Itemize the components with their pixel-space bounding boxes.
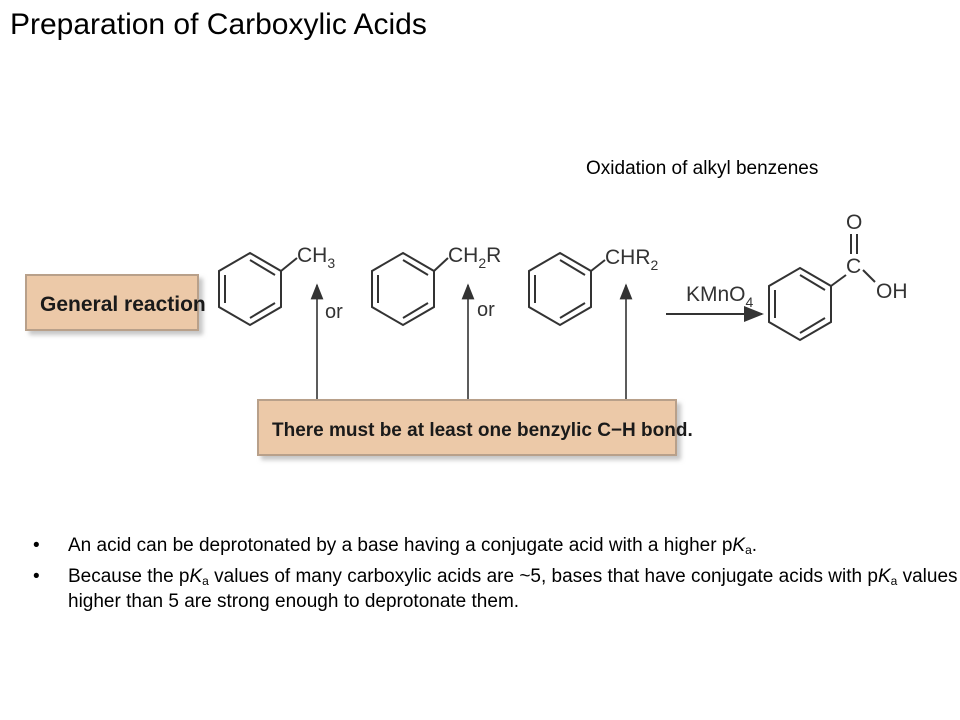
benzene-ring-ch2r (371, 251, 449, 327)
or-label-1: or (325, 301, 343, 323)
slide-title: Preparation of Carboxylic Acids (10, 8, 427, 41)
bullet-text-2c: values higher than 5 are strong enough t… (68, 566, 958, 612)
bullet-k: K (189, 566, 203, 587)
methyl-substituent: CH3 (297, 244, 335, 271)
carboxyl-carbon: C (846, 255, 861, 278)
benzoic-acid-ring (768, 234, 876, 342)
bullet-item-2: • Because the pKa values of many carboxy… (28, 564, 958, 614)
bullet-sub: a (202, 574, 209, 588)
benzylic-note-text: There must be at least one benzylic C−H … (272, 420, 693, 441)
bullet-item-1: • An acid can be deprotonated by a base … (28, 533, 958, 558)
hydroxyl-group: OH (876, 280, 908, 303)
bullet-sub: a (745, 543, 752, 557)
bullet-text-2a: Because the p (68, 566, 190, 587)
general-reaction-box: General reaction (25, 274, 206, 331)
bullet-text-1: An acid can be deprotonated by a base ha… (68, 535, 733, 556)
bullet-text-end: . (751, 535, 758, 556)
reagent-label: KMnO4 (686, 283, 754, 310)
carbonyl-oxygen: O (846, 211, 862, 234)
bullet-list: • An acid can be deprotonated by a base … (28, 533, 958, 620)
bullet-dot: • (33, 566, 40, 587)
bullet-text-2b: values of many carboxylic acids are ~5, … (208, 566, 878, 587)
ch2r-substituent: CH2R (448, 244, 501, 271)
chr2-substituent: CHR2 (605, 246, 659, 273)
or-label-2: or (477, 299, 495, 321)
general-reaction-label: General reaction (40, 293, 206, 316)
slide-subtitle: Oxidation of alkyl benzenes (586, 158, 819, 179)
benzene-ring-chr2 (528, 251, 606, 327)
bullet-k: K (877, 566, 891, 587)
bullet-k: K (732, 535, 746, 556)
bullet-dot: • (33, 535, 40, 556)
benzene-ring-methyl (218, 251, 298, 327)
benzylic-note-box: There must be at least one benzylic C−H … (257, 399, 693, 456)
bullet-sub: a (890, 574, 898, 588)
benzylic-arrows (310, 283, 633, 400)
